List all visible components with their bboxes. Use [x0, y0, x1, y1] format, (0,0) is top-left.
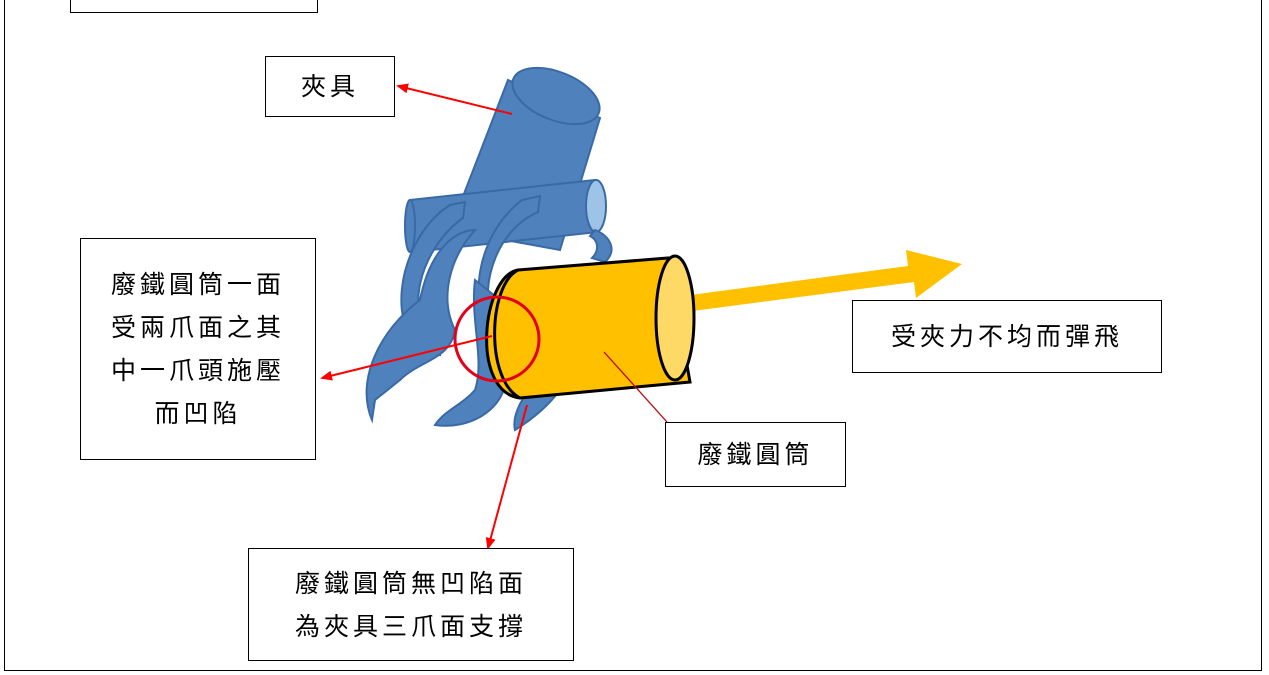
clamp-pointer-arrow	[396, 83, 513, 115]
diagram-frame	[4, 0, 1262, 671]
corner-box	[70, 0, 318, 13]
clamp-label: 夾具	[300, 72, 359, 101]
cylinder-label: 廢鐵圓筒	[697, 440, 814, 469]
dent-label-line-3: 中一爪頭施壓	[110, 356, 285, 385]
clamp-claw-left	[365, 200, 478, 424]
dent-label-line-1: 廢鐵圓筒一面	[110, 270, 285, 299]
bounce-label-box: 受夾力不均而彈飛	[852, 300, 1162, 373]
bounce-arrow	[668, 250, 962, 314]
support-label-line-1: 廢鐵圓筒無凹陷面	[294, 568, 527, 598]
support-label-line-2: 為夾具三爪面支撐	[294, 611, 527, 641]
scrap-cylinder	[485, 254, 696, 400]
bounce-label: 受夾力不均而彈飛	[890, 322, 1123, 351]
dent-pointer-arrow	[320, 335, 493, 381]
dent-label-line-4: 而凹陷	[154, 399, 242, 428]
cylinder-leader-line	[603, 351, 668, 423]
support-pointer-arrow	[485, 404, 528, 550]
dent-label-line-2: 受兩爪面之其	[110, 313, 285, 342]
clamp-label-box: 夾具	[265, 56, 395, 117]
cylinder-label-box: 廢鐵圓筒	[665, 422, 846, 487]
support-label-box: 廢鐵圓筒無凹陷面 為夾具三爪面支撐	[248, 548, 574, 661]
dent-highlight-circle	[453, 295, 541, 383]
dent-label-box: 廢鐵圓筒一面 受兩爪面之其 中一爪頭施壓 而凹陷	[80, 238, 316, 460]
